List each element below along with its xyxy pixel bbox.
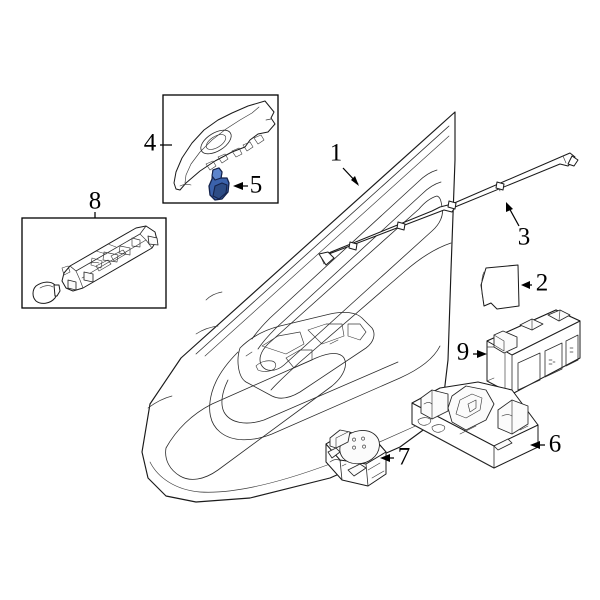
part-switch-bezel[interactable] [173,100,276,191]
callout-2-number: 2 [536,270,549,297]
inset-box-4 [162,94,279,204]
callout-5-number: 5 [250,172,263,199]
callout-7[interactable]: 7 [380,444,410,471]
part-mirror-control-switch[interactable] [325,429,387,487]
part-lamp-bulb[interactable] [32,281,61,304]
callout-9-number: 9 [457,339,470,366]
callout-3-number: 3 [518,224,531,251]
inset-box-8 [21,217,167,309]
callout-8[interactable]: 8 [89,188,102,218]
callout-8-number: 8 [89,188,102,215]
callout-6-number: 6 [549,431,562,458]
callout-5[interactable]: 5 [233,172,262,199]
callout-3[interactable]: 3 [506,202,530,251]
door-switch-pod-detail [237,311,375,399]
part-retainer-clip-highlighted[interactable] [208,167,230,201]
callout-6[interactable]: 6 [530,431,561,458]
callout-9[interactable]: 9 [457,339,487,366]
callout-7-number: 7 [398,444,411,471]
callout-4[interactable]: 4 [144,130,172,157]
callout-2[interactable]: 2 [521,270,548,297]
callout-1[interactable]: 1 [330,140,359,186]
callout-4-number: 4 [144,130,157,157]
part-belt-molding[interactable] [318,152,579,266]
part-door-trim-panel[interactable] [141,111,456,503]
callout-1-number: 1 [330,140,343,167]
part-courtesy-lamp[interactable] [61,225,159,292]
part-master-window-switch[interactable] [411,381,539,469]
part-auxiliary-switch[interactable] [486,309,581,395]
part-access-cover[interactable] [480,264,520,310]
